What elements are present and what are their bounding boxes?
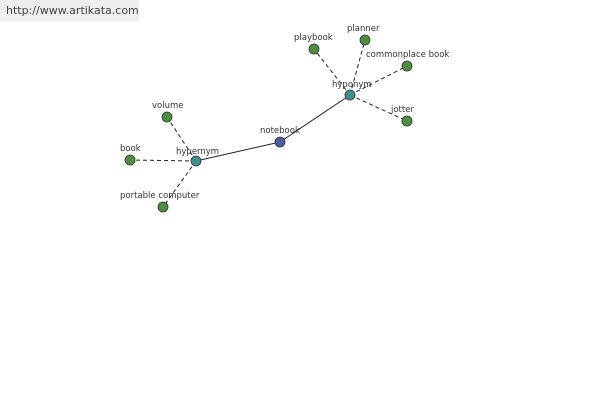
node-circle-portable_computer[interactable]	[157, 201, 169, 213]
node-commonplace_book[interactable]: commonplace book	[366, 50, 449, 72]
node-notebook[interactable]: notebook	[260, 126, 300, 148]
node-label-hyponym[interactable]: hyponym	[332, 80, 372, 90]
node-circle-volume[interactable]	[161, 111, 173, 123]
edge-hyponym-jotter	[349, 94, 408, 122]
edge-hypernym-volume	[166, 116, 197, 162]
node-circle-jotter[interactable]	[401, 115, 413, 127]
site-url-banner[interactable]: http://www.artikata.com	[0, 0, 139, 21]
node-label-book[interactable]: book	[120, 144, 141, 154]
node-book[interactable]: book	[120, 144, 141, 166]
node-hyponym[interactable]: hyponym	[332, 80, 372, 101]
node-volume[interactable]: volume	[152, 101, 184, 123]
node-label-hypernym[interactable]: hypernym	[176, 147, 219, 157]
edge-notebook-hyponym	[279, 94, 351, 143]
node-circle-hypernym[interactable]	[190, 155, 202, 167]
edge-hyponym-playbook	[313, 48, 351, 96]
node-label-volume[interactable]: volume	[152, 101, 184, 111]
edge-hyponym-commonplace_book	[349, 65, 408, 96]
node-circle-planner[interactable]	[359, 34, 371, 46]
edge-hypernym-book	[129, 159, 197, 162]
nodes-layer: notebook hypernym hyponym volume book portabl…	[120, 24, 449, 213]
node-hypernym[interactable]: hypernym	[176, 147, 219, 167]
site-url-text[interactable]: http://www.artikata.com	[6, 4, 139, 17]
edges-layer	[129, 39, 408, 208]
node-circle-playbook[interactable]	[308, 43, 320, 55]
node-circle-hyponym[interactable]	[344, 89, 356, 101]
node-jotter[interactable]: jotter	[390, 105, 414, 127]
edge-notebook-hypernym	[195, 141, 281, 162]
edge-hyponym-planner	[349, 39, 366, 96]
node-label-planner[interactable]: planner	[347, 24, 380, 34]
node-playbook[interactable]: playbook	[294, 33, 333, 55]
node-circle-book[interactable]	[124, 154, 136, 166]
node-label-playbook[interactable]: playbook	[294, 33, 333, 43]
node-label-portable_computer[interactable]: portable computer	[120, 191, 200, 201]
node-label-commonplace_book[interactable]: commonplace book	[366, 50, 449, 60]
node-circle-commonplace_book[interactable]	[401, 60, 413, 72]
node-planner[interactable]: planner	[347, 24, 380, 46]
edge-hypernym-portable_computer	[162, 160, 197, 208]
node-label-jotter[interactable]: jotter	[390, 105, 414, 115]
node-portable_computer[interactable]: portable computer	[120, 191, 200, 213]
node-label-notebook[interactable]: notebook	[260, 126, 300, 136]
node-circle-notebook[interactable]	[274, 136, 286, 148]
